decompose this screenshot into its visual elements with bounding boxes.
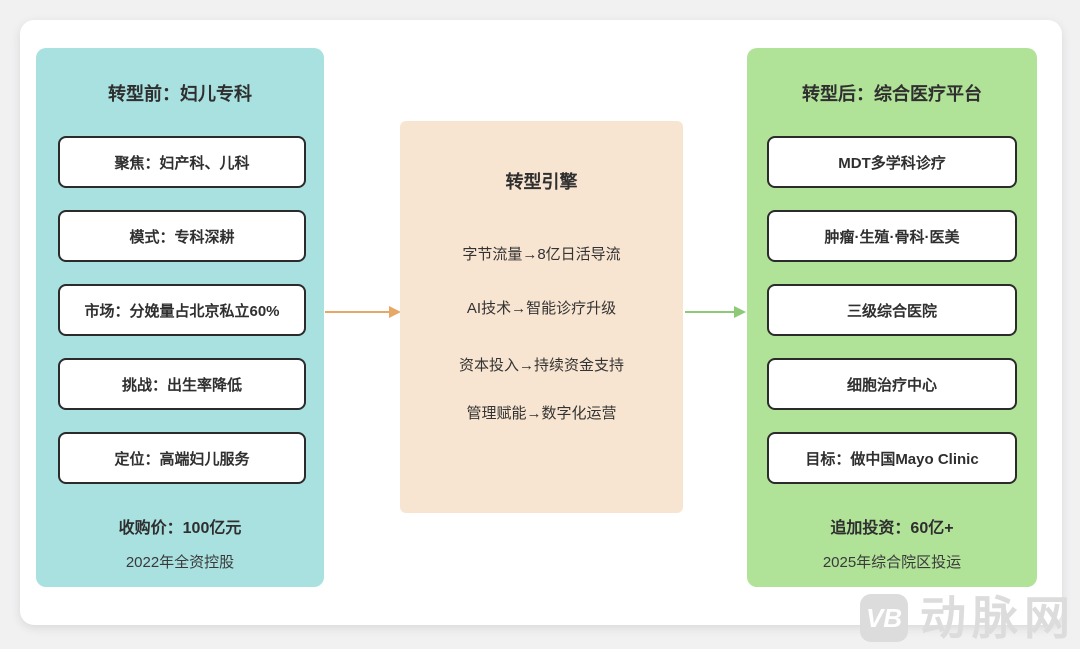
after-additional-investment: 追加投资：60亿+ — [830, 520, 954, 537]
after-item-goal: 目标：做中国Mayo Clinic — [767, 432, 1017, 484]
after-item-cell-therapy-label: 细胞治疗中心 — [846, 376, 937, 394]
panel-before-title: 转型前：妇儿专科 — [108, 84, 252, 104]
before-item-positioning-label: 定位：高端妇儿服务 — [114, 450, 250, 468]
before-holding-note: 2022年全资控股 — [125, 554, 235, 571]
after-item-cell-therapy: 细胞治疗中心 — [767, 358, 1017, 410]
arrow-head-icon — [734, 306, 746, 318]
after-item-tertiary-hospital: 三级综合医院 — [767, 284, 1017, 336]
before-acquisition-price: 收购价：100亿元 — [118, 520, 242, 537]
before-item-market-label: 市场：分娩量占北京私立60% — [84, 302, 280, 320]
before-item-market: 市场：分娩量占北京私立60% — [58, 284, 306, 336]
panel-after-transformation: 转型后：综合医疗平台 MDT多学科诊疗 肿瘤·生殖·骨科·医美 三级综合医院 细… — [747, 48, 1037, 587]
after-item-mdt-label: MDT多学科诊疗 — [838, 154, 946, 172]
arrow-shaft — [325, 311, 391, 313]
engine-item-management: 管理赋能→数字化运营 — [466, 405, 617, 422]
after-item-mdt: MDT多学科诊疗 — [767, 136, 1017, 188]
before-item-model-label: 模式：专科深耕 — [129, 228, 235, 246]
before-item-model: 模式：专科深耕 — [58, 210, 306, 262]
after-item-specialties-label: 肿瘤·生殖·骨科·医美 — [824, 228, 960, 246]
before-item-challenge: 挑战：出生率降低 — [58, 358, 306, 410]
before-item-focus-label: 聚焦：妇产科、儿科 — [114, 154, 250, 172]
panel-transformation-engine: 转型引擎 字节流量→8亿日活导流 AI技术→智能诊疗升级 资本投入→持续资金支持… — [400, 121, 683, 513]
engine-item-capital: 资本投入→持续资金支持 — [458, 357, 624, 374]
arrow-shaft — [685, 311, 736, 313]
engine-item-ai: AI技术→智能诊疗升级 — [466, 300, 617, 317]
arrow-before-to-engine — [325, 306, 401, 318]
panel-before-transformation: 转型前：妇儿专科 聚焦：妇产科、儿科 模式：专科深耕 市场：分娩量占北京私立60… — [36, 48, 324, 587]
panel-after-title: 转型后：综合医疗平台 — [802, 84, 982, 104]
watermark-brand-text: 动脉网 — [920, 592, 1076, 644]
arrow-engine-to-after — [685, 306, 746, 318]
arrow-head-icon — [389, 306, 401, 318]
panel-engine-title: 转型引擎 — [505, 172, 578, 192]
before-item-challenge-label: 挑战：出生率降低 — [121, 376, 242, 394]
engine-item-traffic: 字节流量→8亿日活导流 — [462, 246, 621, 263]
watermark: VB 动脉网 — [860, 594, 1076, 642]
before-item-focus: 聚焦：妇产科、儿科 — [58, 136, 306, 188]
after-item-specialties: 肿瘤·生殖·骨科·医美 — [767, 210, 1017, 262]
before-item-positioning: 定位：高端妇儿服务 — [58, 432, 306, 484]
after-item-tertiary-hospital-label: 三级综合医院 — [846, 302, 937, 320]
after-item-goal-label: 目标：做中国Mayo Clinic — [805, 450, 979, 468]
after-operation-note: 2025年综合院区投运 — [822, 554, 962, 571]
vb-logo-icon: VB — [860, 594, 908, 642]
